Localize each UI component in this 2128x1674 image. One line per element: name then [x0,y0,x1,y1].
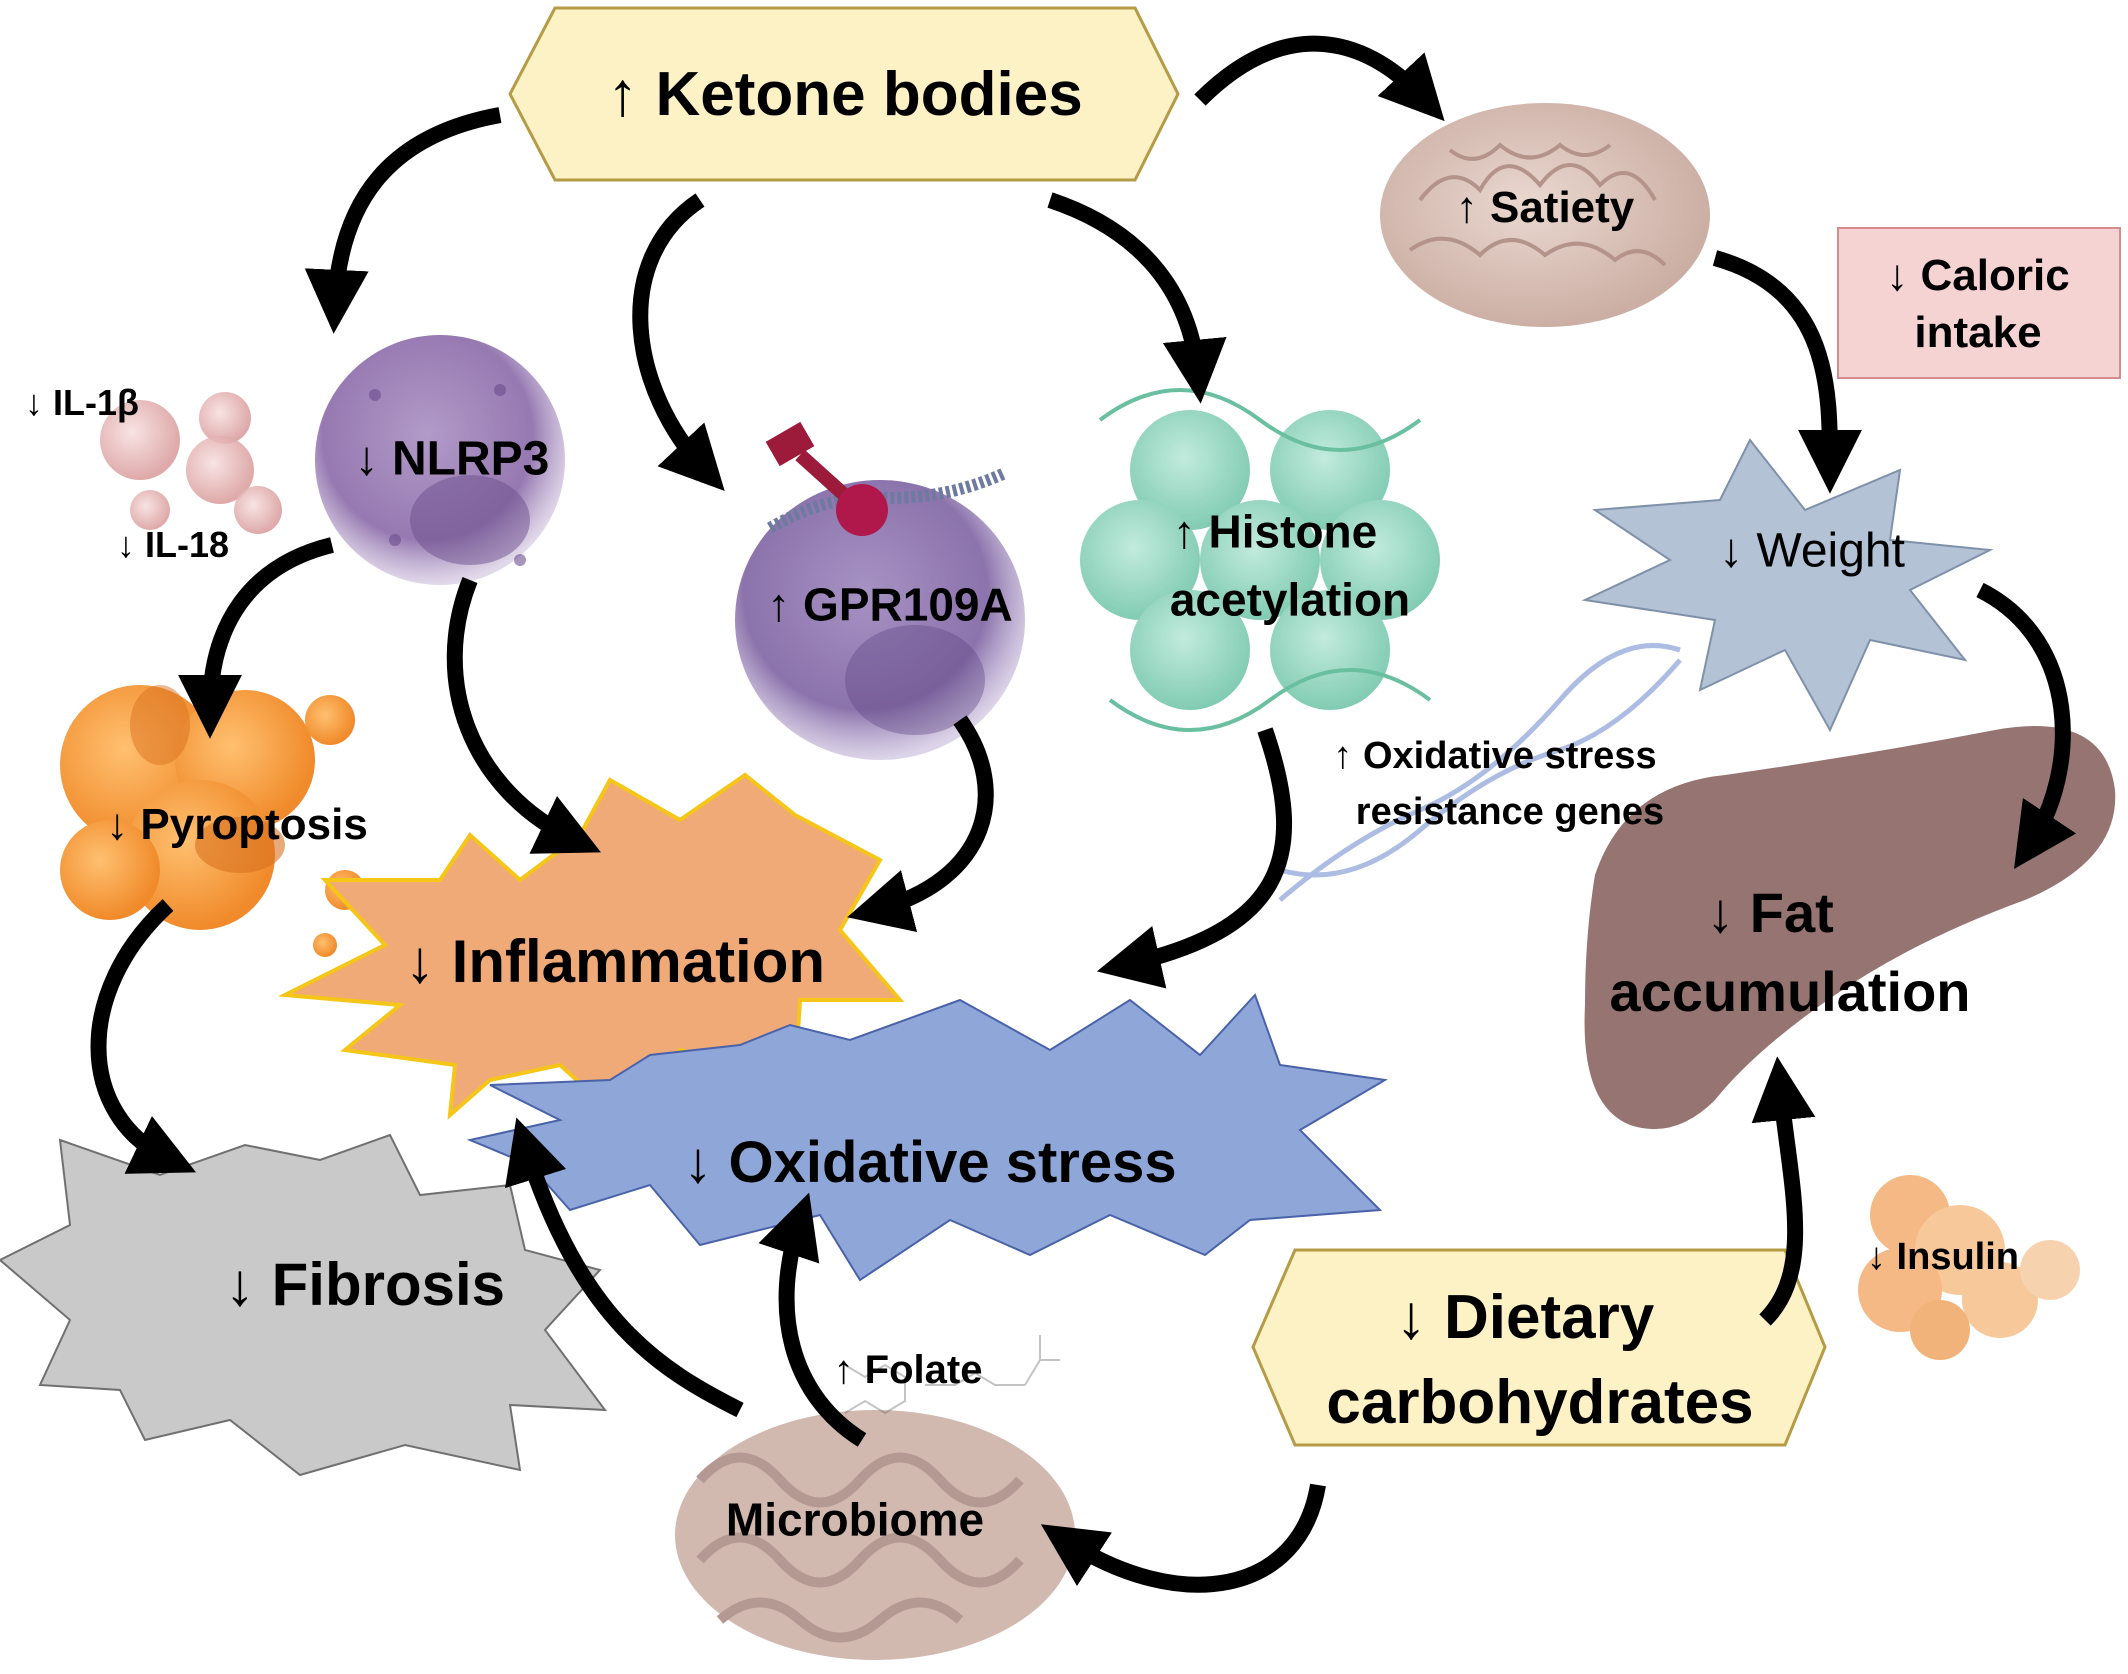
il1b-label: ↓ IL-1β [25,382,139,424]
arrow-ketone-to-gpr [632,193,725,492]
fat-line2: accumulation [1609,960,1971,1024]
il18-label: ↓ IL-18 [116,524,230,566]
gpr109a-label: ↑ GPR109A [767,578,1013,631]
insulin-label: ↓ Insulin [1867,1236,2019,1279]
dietary-hexagon [1251,1248,1827,1447]
fat-line1: ↓ Fat [1706,881,1834,945]
folate-label: ↑ Folate [833,1348,983,1392]
arrows [90,35,2077,1593]
inflammation-label: ↓ Inflammation [404,928,826,995]
fibrosis-starburst [0,1133,608,1477]
satiety-label: ↑ Satiety [1455,182,1635,232]
gpr109a-cell [735,421,1025,760]
arrow-gpr-to-inflammation [847,715,994,933]
insulin-cluster [1858,1175,2080,1360]
caloric-line2: intake [1914,307,2042,357]
weight-label: ↓ Weight [1719,524,1905,578]
weight-starburst [1581,438,1994,733]
arrow-dietary-to-fat [1751,1056,1816,1326]
folate-molecule [844,1335,1060,1415]
arrow-histone-to-oxstress [1096,727,1292,989]
arrow-weight-to-fat [1976,582,2077,869]
histone-line1: ↑ Histone [1172,505,1378,558]
nlrp3-cell [315,335,565,585]
arrow-nlrp3-to-pyroptosis [178,537,334,739]
arrow-microbiome-to-oxstress [758,1192,867,1447]
arrow-ketone-to-nlrp3 [304,107,502,334]
arrow-microbiome-to-fibrosis [505,1117,744,1418]
arrow-nlrp3-to-inflammation [446,577,601,854]
nlrp3-label: ↓ NLRP3 [354,432,550,486]
oxstress-starburst [466,993,1388,1282]
arrow-ketone-to-satiety [1194,35,1445,122]
dna-helix [1278,643,1682,902]
intestines-illustration [675,1410,1075,1660]
liver-illustration [1584,726,2116,1130]
arrow-pyroptosis-to-fibrosis [90,899,197,1174]
il-cells [100,392,282,534]
ketone-hexagon [508,6,1180,182]
dietary-line2: carbohydrates [1326,1367,1754,1437]
oxgenes-line2: resistance genes [1355,791,1665,834]
dietary-line1: ↓ Dietary [1395,1282,1655,1352]
arrow-satiety-to-weight [1712,250,1862,494]
caloric-box [1837,227,2121,379]
pyroptosis-label: ↓ Pyroptosis [106,799,368,849]
oxidative-stress-label: ↓ Oxidative stress [683,1130,1177,1196]
arrow-dietary-to-microbiome [1040,1483,1326,1593]
ketone-bodies-label: ↑ Ketone bodies [607,59,1083,129]
fibrosis-label: ↓ Fibrosis [224,1251,506,1318]
arrow-ketone-to-histone [1047,192,1227,404]
brain-illustration [1380,103,1710,327]
microbiome-label: Microbiome [725,1493,985,1546]
caloric-line1: ↓ Caloric [1886,250,2070,300]
oxgenes-line1: ↑ Oxidative stress [1333,735,1657,778]
histone-line2: acetylation [1169,573,1411,626]
nucleosome-illustration [1080,388,1440,732]
